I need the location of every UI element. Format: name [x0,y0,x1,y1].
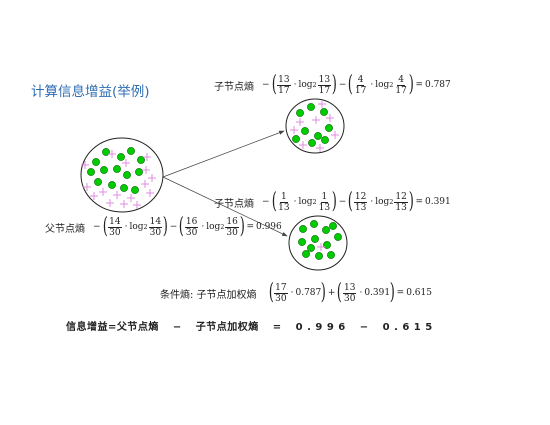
child1-entropy-value: 0.787 [424,80,451,90]
sample-plus [326,114,334,122]
sample-dot [334,233,342,241]
sample-dot [108,181,116,189]
sample-plus [99,188,107,196]
sample-plus [317,243,325,251]
sample-plus [143,153,151,161]
sample-plus [141,180,149,188]
parent-entropy-value: 0.996 [255,222,282,232]
sample-dot [123,171,131,179]
sample-dot [296,109,304,117]
diagram-title: 计算信息增益(举例) [31,84,150,100]
sample-dot [314,132,322,140]
sample-plus [148,174,156,182]
sample-dot [307,103,315,111]
sample-dot [322,226,330,234]
sample-plus [81,161,89,169]
sample-plus [146,189,154,197]
sample-dot [325,124,333,132]
sample-dot [298,238,306,246]
sample-plus [316,144,324,152]
sample-dot [292,135,300,143]
parent-entropy-label: 父节点熵 [45,223,85,235]
sample-plus [120,200,128,208]
sample-dot [137,156,145,164]
sample-plus [299,141,307,149]
information-gain-equation: 信息增益=父节点熵−子节点加权熵=0 . 9 9 6−0 . 6 1 5 [66,322,433,333]
sample-plus [90,192,98,200]
gain-parent-value: 0 . 9 9 6 [295,322,346,333]
sample-dot [315,252,323,260]
sample-plus [142,166,150,174]
sample-dot [329,222,337,230]
sample-plus [127,194,135,202]
sample-dot [120,184,128,192]
sample-dot [102,148,110,156]
sample-plus [290,126,298,134]
sample-plus [312,116,320,124]
edge-to-child1 [162,130,285,178]
sample-dot [301,127,309,135]
weighted-entropy-value: 0.615 [406,288,432,298]
sample-dot [320,108,328,116]
sample-plus [331,131,339,139]
sample-dot [127,147,135,155]
sample-dot [100,166,108,174]
child2-entropy-value: 0.391 [424,197,451,207]
sample-dot [327,251,335,259]
weighted-entropy-label: 条件熵: 子节点加权熵 [160,289,257,301]
sample-dot [135,168,143,176]
sample-dot [307,244,315,252]
edge-to-child2 [162,176,288,237]
sample-dot [94,178,102,186]
sample-dot [92,158,100,166]
sample-plus [122,159,130,167]
sample-plus [83,183,91,191]
gain-child-value: 0 . 6 1 5 [382,322,433,333]
sample-plus [133,201,141,209]
sample-dot [299,225,307,233]
sample-dot [321,136,329,144]
sample-plus [296,118,304,126]
child2-node [288,215,348,271]
sample-dot [302,250,310,258]
sample-dot [311,235,319,243]
sample-dot [113,165,121,173]
sample-dot [308,139,316,147]
sample-dot [87,168,95,176]
sample-plus [318,100,326,108]
sample-dot [131,186,139,194]
child1-entropy-label: 子节点熵 [214,81,254,93]
sample-plus [108,150,116,158]
sample-dot [310,220,318,228]
sample-dot [117,153,125,161]
sample-dot [323,241,331,249]
child2-entropy-label: 子节点熵 [214,198,254,210]
sample-plus [106,199,114,207]
sample-plus [113,191,121,199]
gain-label: 信息增益 [66,322,108,333]
